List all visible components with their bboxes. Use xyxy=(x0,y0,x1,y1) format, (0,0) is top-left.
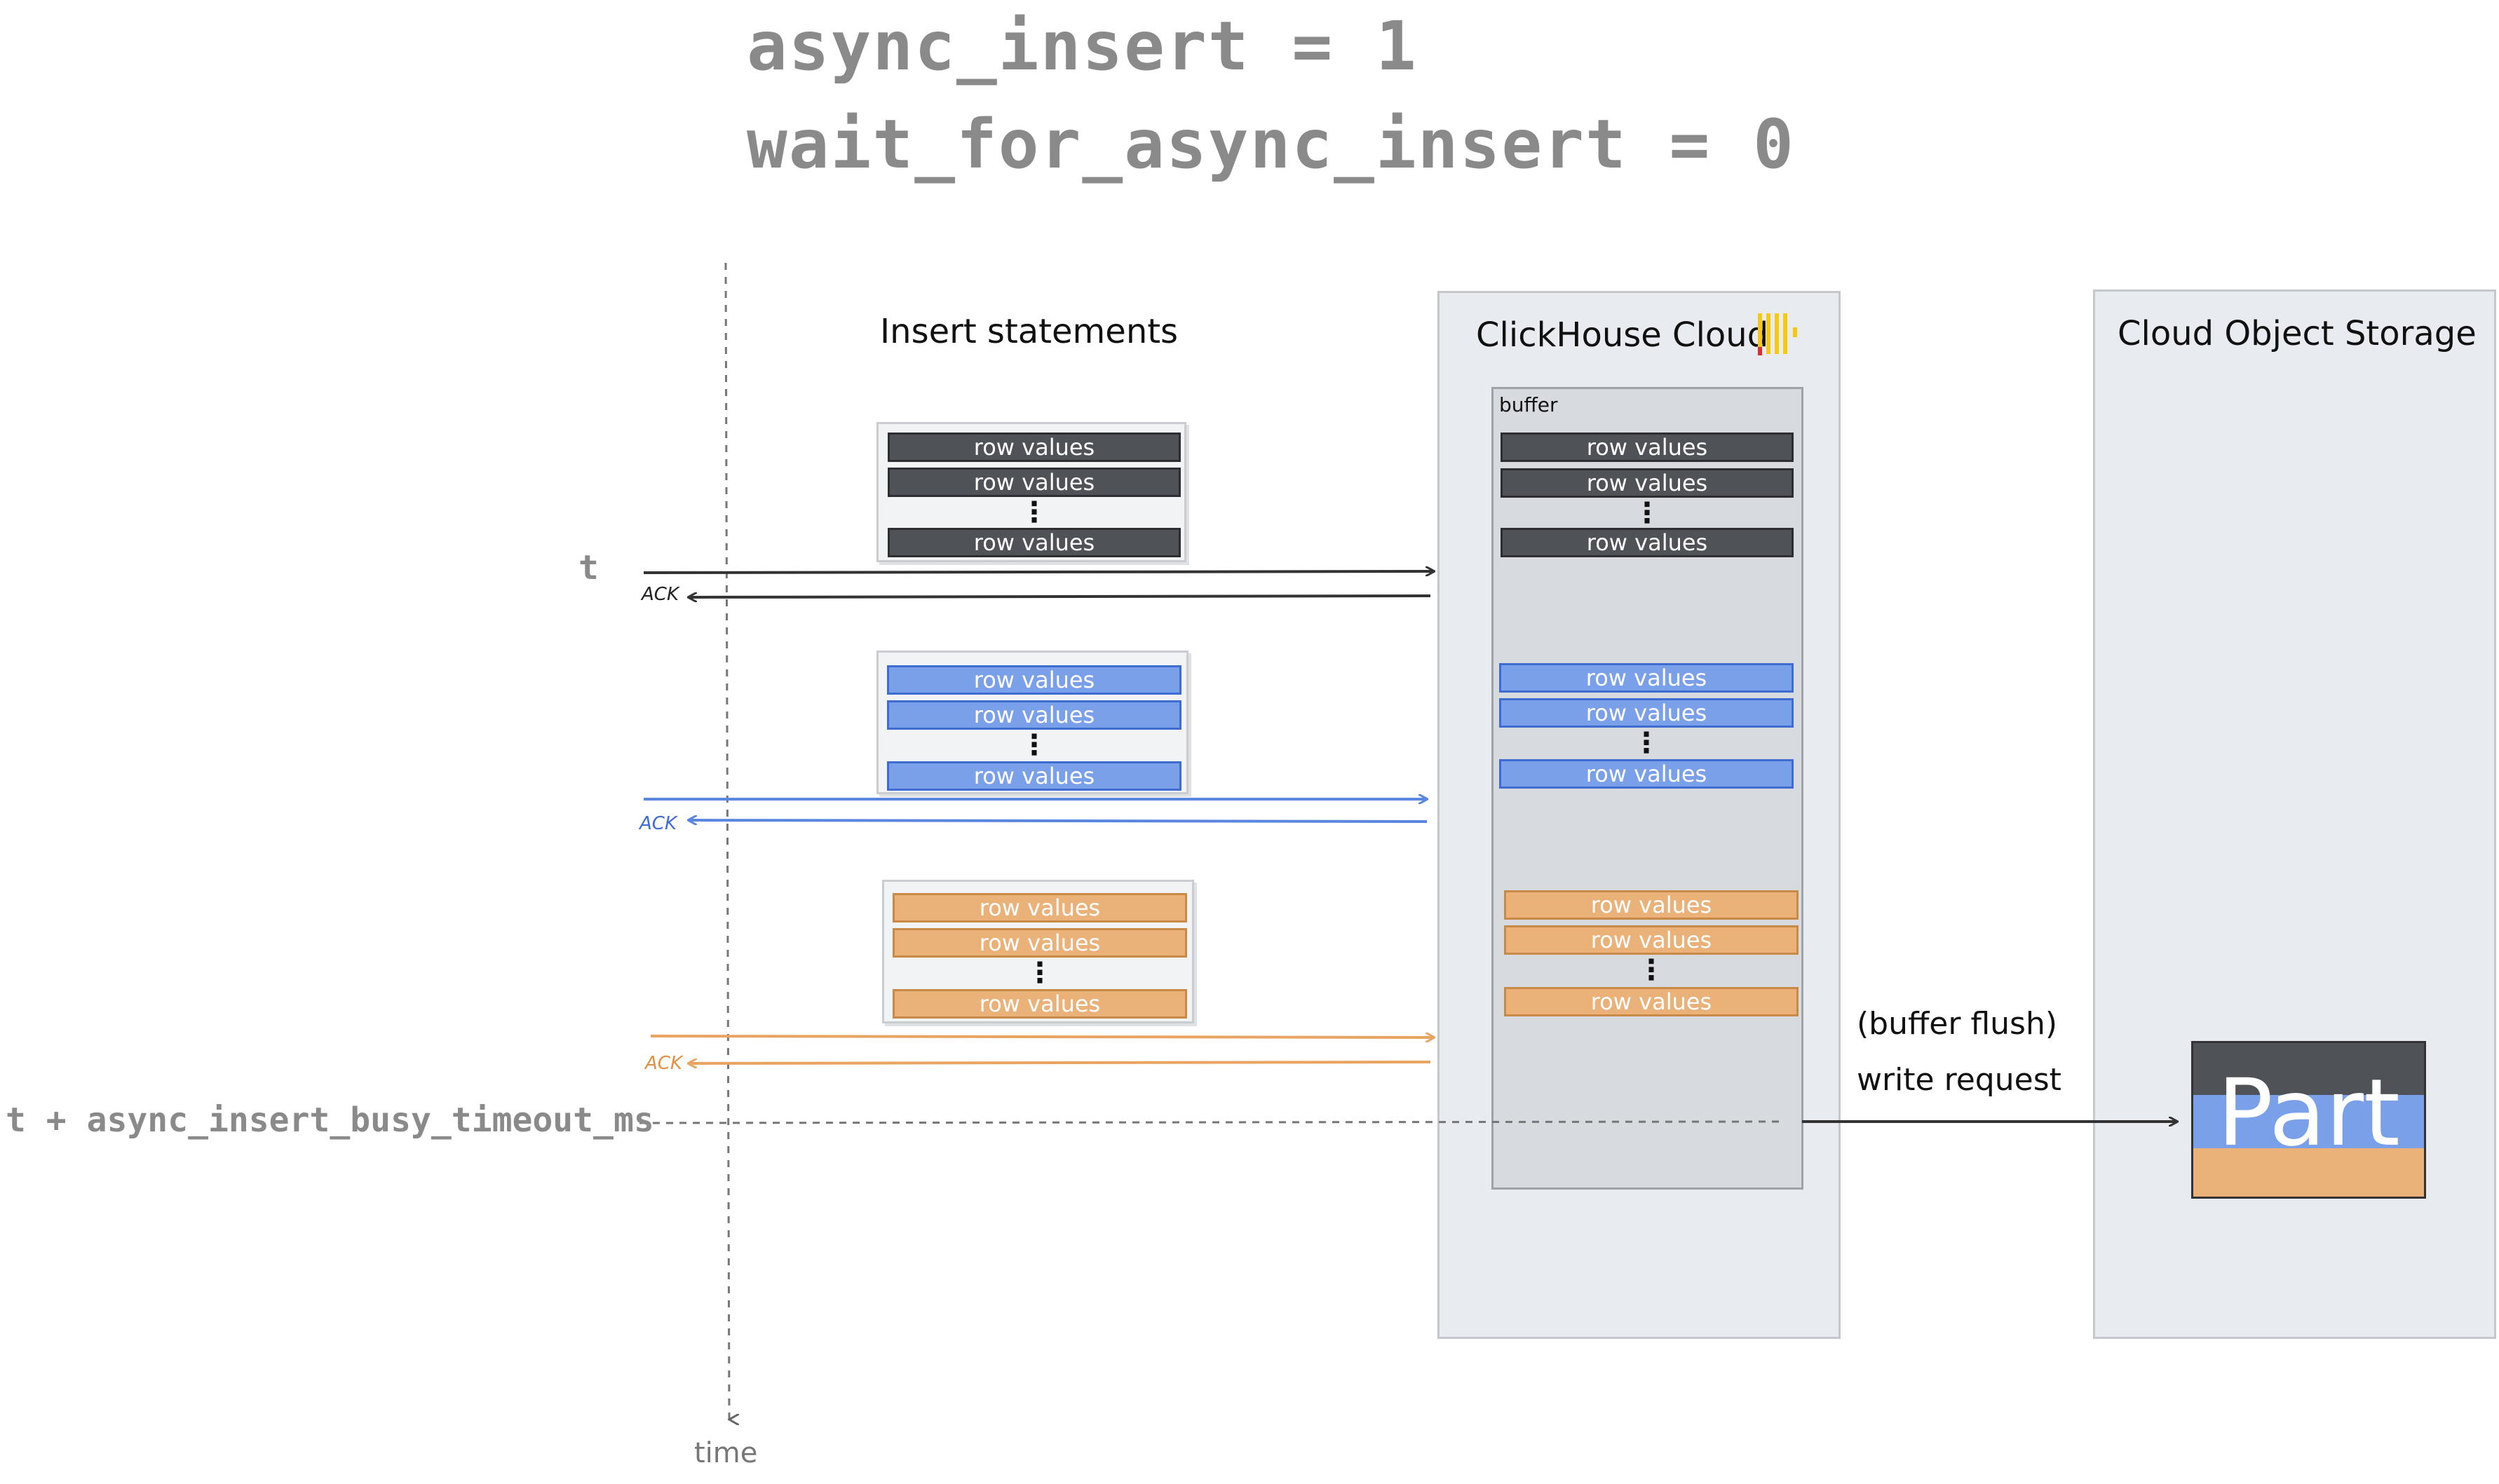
time-t-label: t xyxy=(578,548,599,587)
ack-arrow-blue xyxy=(689,820,1428,822)
row-values: row values xyxy=(893,989,1187,1019)
buffer-ellipsis: ⋮ xyxy=(1632,727,1660,759)
row-values: row values xyxy=(888,528,1181,557)
timeout-label: t + async_insert_busy_timeout_ms xyxy=(6,1101,654,1140)
part-blue-segment xyxy=(2193,1095,2424,1148)
clickhouse-logo-icon xyxy=(1755,312,1804,358)
buffer-row-values: row values xyxy=(1501,468,1794,498)
ack-arrow-gray xyxy=(689,596,1431,597)
buffer-label: buffer xyxy=(1499,393,1558,416)
row-values: row values xyxy=(887,665,1181,695)
row-values: row values xyxy=(888,433,1181,462)
part-gray-segment xyxy=(2193,1043,2424,1095)
insert-arrow-gray xyxy=(643,571,1434,573)
row-values: row values xyxy=(887,761,1181,791)
insert-statement-3: row values row values ⋮ row values xyxy=(882,880,1194,1023)
buffer-ellipsis: ⋮ xyxy=(1637,954,1665,986)
buffer-row-values: row values xyxy=(1499,698,1794,728)
setting-async-insert: async_insert = 1 xyxy=(747,7,1418,86)
buffer-row-values: row values xyxy=(1499,759,1794,789)
insert-statement-2: row values row values ⋮ row values xyxy=(876,651,1188,794)
insert-statements-title: Insert statements xyxy=(880,312,1179,351)
part-label: Part xyxy=(2217,1059,2400,1167)
buffer-row-values: row values xyxy=(1501,528,1794,557)
ellipsis: ⋮ xyxy=(1020,729,1048,761)
row-values: row values xyxy=(893,893,1187,923)
ellipsis: ⋮ xyxy=(1020,496,1048,529)
write-request-label: write request xyxy=(1857,1062,2061,1098)
clickhouse-cloud-title: ClickHouse Cloud xyxy=(1476,315,1769,355)
time-axis xyxy=(724,262,729,1420)
buffer-row-values: row values xyxy=(1499,663,1794,693)
buffer-row-values: row values xyxy=(1504,890,1799,920)
ack-label-blue: ACK xyxy=(639,813,677,834)
object-storage-title: Cloud Object Storage xyxy=(2118,314,2477,353)
part-block: Part xyxy=(2191,1041,2426,1199)
part-orange-segment xyxy=(2193,1148,2424,1197)
row-values: row values xyxy=(887,700,1181,730)
buffer-row-values: row values xyxy=(1504,987,1799,1016)
ellipsis: ⋮ xyxy=(1026,957,1054,989)
flush-label: (buffer flush) xyxy=(1857,1006,2058,1042)
row-values: row values xyxy=(888,468,1181,497)
buffer-row-values: row values xyxy=(1504,925,1799,955)
insert-statement-1: row values row values ⋮ row values xyxy=(876,422,1186,562)
timeout-line xyxy=(639,1120,1782,1124)
ack-arrow-orange xyxy=(689,1062,1431,1063)
buffer-ellipsis: ⋮ xyxy=(1633,497,1661,529)
time-axis-label: time xyxy=(694,1437,758,1469)
insert-arrow-orange xyxy=(650,1036,1434,1037)
setting-wait-for-async-insert: wait_for_async_insert = 0 xyxy=(747,105,1795,184)
row-values: row values xyxy=(893,928,1187,958)
ack-label-orange: ACK xyxy=(645,1053,682,1074)
buffer-row-values: row values xyxy=(1501,433,1794,462)
ack-label-gray: ACK xyxy=(642,584,679,605)
